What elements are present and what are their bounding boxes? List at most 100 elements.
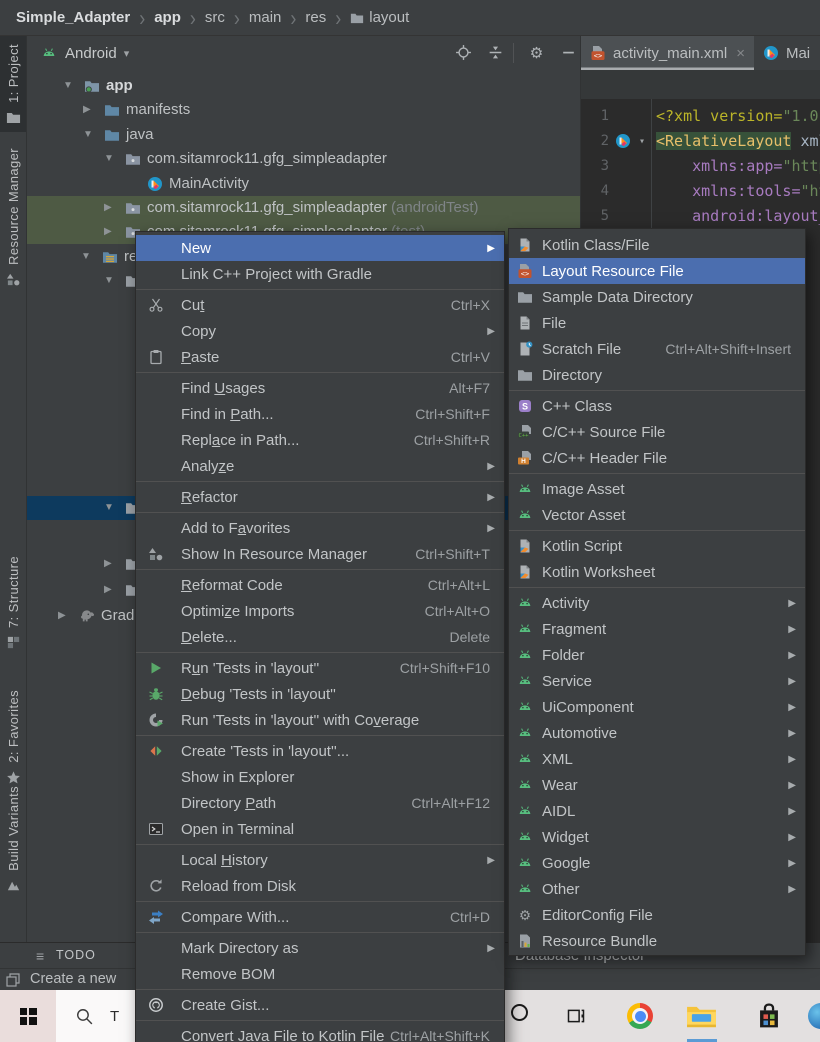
menu-item-resource-bundle[interactable]: Resource Bundle — [509, 928, 805, 954]
breadcrumb-item-src[interactable]: src — [204, 9, 225, 26]
locate-icon[interactable] — [455, 44, 472, 61]
chevron-down-icon[interactable]: ▾ — [123, 47, 130, 60]
tool-window-switcher-icon[interactable] — [5, 972, 21, 988]
menu-item-add-to-favorites[interactable]: Add to Favorites▶ — [181, 519, 495, 537]
tree-collapsed-arrow-icon[interactable]: ▶ — [104, 202, 112, 213]
tool-strip-1-project[interactable]: 1: Project — [0, 36, 26, 132]
menu-item-create-tests-in-layout[interactable]: Create 'Tests in 'layout''... — [136, 738, 504, 764]
menu-item-c-c-source-file[interactable]: C++C/C++ Source File — [518, 423, 666, 441]
tree-expanded-arrow-icon[interactable]: ▼ — [104, 275, 114, 286]
menu-item-wear[interactable]: Wear▶ — [509, 772, 805, 798]
tree-expanded-arrow-icon[interactable]: ▼ — [83, 129, 93, 140]
menu-item-sample-data-directory[interactable]: Sample Data Directory — [509, 284, 805, 310]
editor-tab-activity-main-xml[interactable]: <>activity_main.xml× — [581, 36, 754, 70]
breadcrumb-item-simple-adapter[interactable]: Simple_Adapter — [16, 9, 131, 26]
menu-item-mark-directory-as[interactable]: Mark Directory as▶ — [181, 939, 495, 957]
fold-marker-icon[interactable]: ▾ — [639, 136, 646, 147]
menu-item-reload-from-disk[interactable]: Reload from Disk — [136, 873, 504, 899]
kotlin-icon[interactable] — [615, 133, 631, 149]
tree-collapsed-arrow-icon[interactable]: ▶ — [104, 226, 112, 237]
menu-item-editorconfig-file[interactable]: ⚙EditorConfig File — [518, 906, 653, 924]
menu-item-service[interactable]: Service▶ — [509, 668, 805, 694]
menu-item-widget[interactable]: Widget▶ — [509, 824, 805, 850]
tree-collapsed-arrow-icon[interactable]: ▶ — [104, 584, 112, 595]
menu-item-kotlin-worksheet[interactable]: Kotlin Worksheet — [509, 559, 805, 585]
menu-item-other[interactable]: Other▶ — [509, 876, 805, 902]
start-button[interactable] — [0, 990, 56, 1042]
menu-item-refactor[interactable]: Refactor▶ — [181, 488, 495, 506]
tree-collapsed-arrow-icon[interactable]: ▶ — [58, 610, 66, 621]
task-view-icon[interactable] — [566, 1006, 586, 1026]
tree-collapsed-arrow-icon[interactable]: ▶ — [83, 104, 91, 115]
menu-item-kotlin-script[interactable]: Kotlin Script — [509, 533, 805, 559]
menu-item-fragment[interactable]: Fragment▶ — [509, 616, 805, 642]
menu-item-compare-with[interactable]: Compare With...Ctrl+D — [136, 904, 504, 930]
menu-item-replace-in-path[interactable]: Replace in Path...Ctrl+Shift+R — [136, 427, 504, 453]
tree-expanded-arrow-icon[interactable]: ▼ — [81, 251, 91, 262]
tree-row-com-sitamrock11-gfg-simpleadapter[interactable]: ▼com.sitamrock11.gfg_simpleadapter — [104, 150, 387, 167]
tool-strip-7-structure[interactable]: 7: Structure — [0, 548, 26, 674]
menu-item-activity[interactable]: Activity▶ — [509, 590, 805, 616]
breadcrumb-item-res[interactable]: res — [305, 9, 327, 26]
menu-item-remove-bom[interactable]: Remove BOM — [181, 965, 276, 983]
edge-icon[interactable] — [808, 1003, 820, 1029]
tree-row-mainactivity[interactable]: MainActivity — [27, 172, 580, 196]
menu-item-find-in-path[interactable]: Find in Path...Ctrl+Shift+F — [136, 401, 504, 427]
tool-strip-resource-manager[interactable]: Resource Manager — [0, 140, 26, 288]
tool-strip-2-favorites[interactable]: 2: Favorites — [0, 682, 26, 784]
menu-item-analyze[interactable]: Analyze▶ — [181, 457, 495, 475]
menu-item-new[interactable]: New▶ — [136, 235, 504, 261]
menu-item-layout-resource-file[interactable]: <>Layout Resource File — [509, 258, 805, 284]
gear-toolbar-icon[interactable]: ⚙ — [528, 44, 545, 61]
menu-item-automotive[interactable]: Automotive▶ — [509, 720, 805, 746]
close-icon[interactable]: × — [736, 44, 745, 62]
menu-item-copy[interactable]: Copy▶ — [181, 322, 495, 340]
project-view-selector[interactable]: Android — [65, 44, 117, 62]
menu-item-link-c-project-with-gradle[interactable]: Link C++ Project with Gradle — [181, 265, 372, 283]
menu-item-folder[interactable]: Folder▶ — [509, 642, 805, 668]
menu-item-show-in-explorer[interactable]: Show in Explorer — [181, 768, 295, 786]
menu-item-google[interactable]: Google▶ — [509, 850, 805, 876]
menu-item-kotlin-class-file[interactable]: Kotlin Class/File — [509, 232, 805, 258]
tool-window-todo[interactable]: TODO — [56, 948, 96, 962]
tree-row-app[interactable]: ▼app — [63, 77, 133, 94]
microsoft-store-icon[interactable] — [756, 1003, 782, 1029]
tree-collapsed-arrow-icon[interactable]: ▶ — [104, 558, 112, 569]
menu-item-file[interactable]: File — [509, 310, 805, 336]
menu-item-xml[interactable]: XML▶ — [509, 746, 805, 772]
menu-item-delete[interactable]: Delete...Delete — [136, 624, 504, 650]
menu-item-local-history[interactable]: Local History▶ — [181, 851, 495, 869]
tree-expanded-arrow-icon[interactable]: ▼ — [104, 502, 114, 513]
tree-expanded-arrow-icon[interactable]: ▼ — [63, 80, 73, 91]
editor-tab-mai[interactable]: Mai — [754, 36, 819, 70]
menu-item-run-tests-in-layout-with-coverage[interactable]: Run 'Tests in 'layout'' with Coverage — [136, 707, 504, 733]
collapse-icon[interactable] — [487, 44, 504, 61]
tree-row-manifests[interactable]: ▶manifests — [83, 101, 191, 118]
menu-item-aidl[interactable]: AIDL▶ — [509, 798, 805, 824]
tool-strip-build-variants[interactable]: Build Variants — [0, 778, 26, 891]
menu-item-vector-asset[interactable]: Vector Asset — [509, 502, 805, 528]
tree-expanded-arrow-icon[interactable]: ▼ — [104, 153, 114, 164]
file-explorer-icon[interactable] — [686, 1004, 717, 1029]
menu-item-create-gist[interactable]: Create Gist... — [136, 992, 504, 1018]
menu-item-run-tests-in-layout[interactable]: Run 'Tests in 'layout''Ctrl+Shift+F10 — [136, 655, 504, 681]
minimize-icon[interactable] — [560, 44, 577, 61]
menu-item-directory[interactable]: Directory — [509, 362, 805, 388]
chrome-icon[interactable] — [627, 1003, 653, 1029]
tree-row-com-sitamrock11-gfg-simpleadapter[interactable]: ▶com.sitamrock11.gfg_simpleadapter (andr… — [27, 196, 580, 220]
menu-item-image-asset[interactable]: Image Asset — [509, 476, 805, 502]
breadcrumb-item-app[interactable]: app — [154, 9, 181, 26]
breadcrumb-item-layout[interactable]: layout — [369, 9, 410, 26]
menu-item-open-in-terminal[interactable]: Open in Terminal — [136, 816, 504, 842]
